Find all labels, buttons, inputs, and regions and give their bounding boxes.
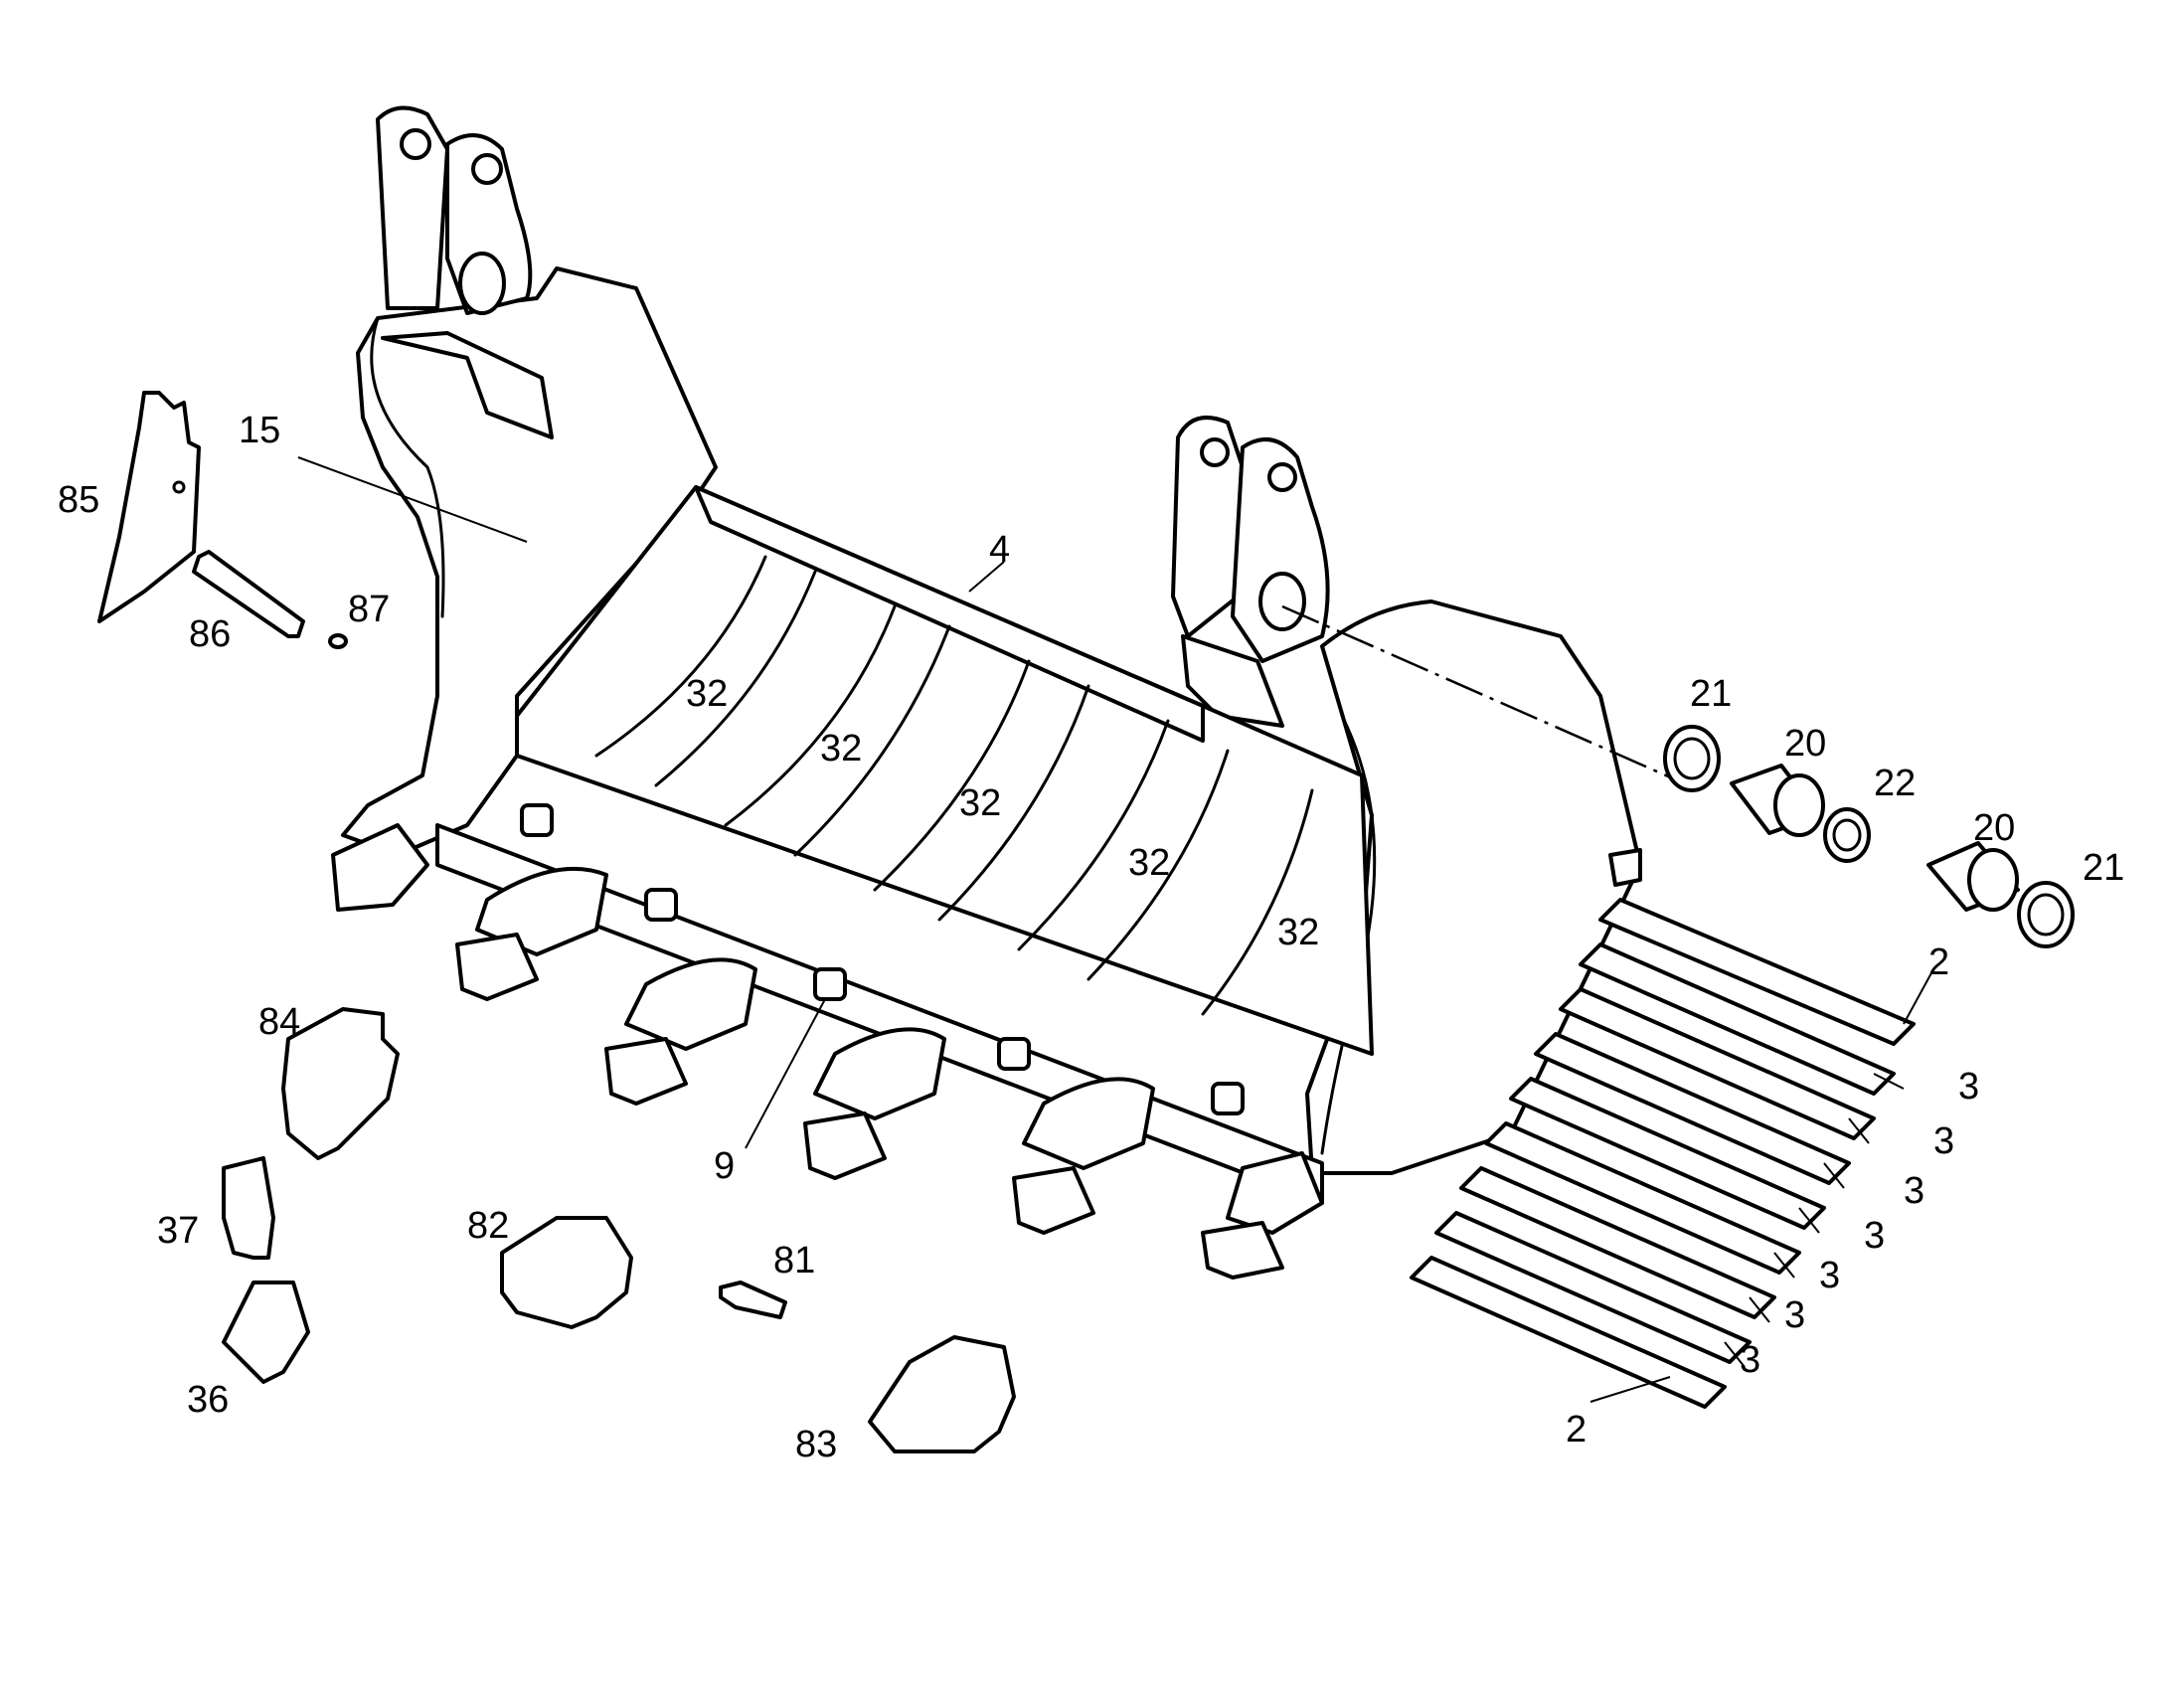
callout-84: 84 [258, 1001, 300, 1043]
part-36-tooth-point [222, 1281, 310, 1384]
part-86-pin [192, 550, 305, 638]
leader-lines [297, 456, 1934, 1403]
part-21-washer-b [2017, 881, 2075, 948]
callout-20b: 20 [1973, 807, 2015, 849]
callout-21b: 21 [2083, 847, 2124, 889]
callout-3g: 3 [1740, 1339, 1760, 1381]
callout-87: 87 [348, 589, 390, 630]
left-mounting-lug [376, 105, 554, 439]
callout-3b: 3 [1933, 1120, 1954, 1162]
part-22-spacer [1823, 807, 1871, 863]
callout-36: 36 [187, 1379, 229, 1421]
callout-2b: 2 [1566, 1409, 1587, 1451]
callout-32b: 32 [820, 728, 862, 769]
callout-32e: 32 [1277, 912, 1319, 953]
pivot-axis [1281, 604, 1701, 792]
callout-81: 81 [773, 1240, 815, 1281]
callout-3a: 3 [1958, 1066, 1979, 1108]
part-81-retainer [719, 1281, 787, 1319]
part-37-plate [222, 1156, 275, 1260]
base-edge-strips [1410, 898, 1916, 1409]
callout-37: 37 [157, 1210, 199, 1252]
callout-22: 22 [1874, 763, 1916, 804]
callout-3e: 3 [1819, 1255, 1840, 1296]
callout-21a: 21 [1690, 673, 1732, 715]
segment-clips [520, 803, 1245, 1115]
part-84-tooth-point [281, 1007, 400, 1160]
part-85-side-cutter [97, 391, 201, 623]
callout-20a: 20 [1784, 723, 1826, 765]
callout-3c: 3 [1904, 1170, 1924, 1212]
part-82-tooth-point [500, 1216, 633, 1329]
callout-82: 82 [467, 1205, 509, 1247]
part-20-bushing-b [1926, 841, 2020, 912]
callout-85: 85 [58, 479, 99, 521]
callout-4: 4 [989, 529, 1010, 571]
callout-3d: 3 [1864, 1215, 1885, 1257]
part-87-ring [328, 633, 348, 649]
callout-32d: 32 [1128, 842, 1170, 884]
part-83-tooth-point [868, 1335, 1016, 1453]
callout-86: 86 [189, 613, 231, 655]
top-cross-bar [694, 485, 1205, 743]
callout-labels: 15 85 86 87 4 32 32 32 32 32 84 9 37 82 … [58, 410, 2124, 1465]
part-21-washer-a [1663, 725, 1721, 792]
callout-15: 15 [239, 410, 280, 451]
callout-32a: 32 [686, 673, 728, 715]
tooth-adapters [331, 823, 1324, 1280]
part-20-bushing-a [1730, 764, 1825, 837]
callout-2a: 2 [1928, 941, 1949, 983]
callout-9: 9 [714, 1145, 735, 1187]
callout-3f: 3 [1784, 1294, 1805, 1336]
wear-strips [594, 555, 1314, 1016]
right-mounting-lug [1171, 416, 1330, 728]
callout-83: 83 [795, 1424, 837, 1465]
callout-32c: 32 [959, 782, 1001, 824]
